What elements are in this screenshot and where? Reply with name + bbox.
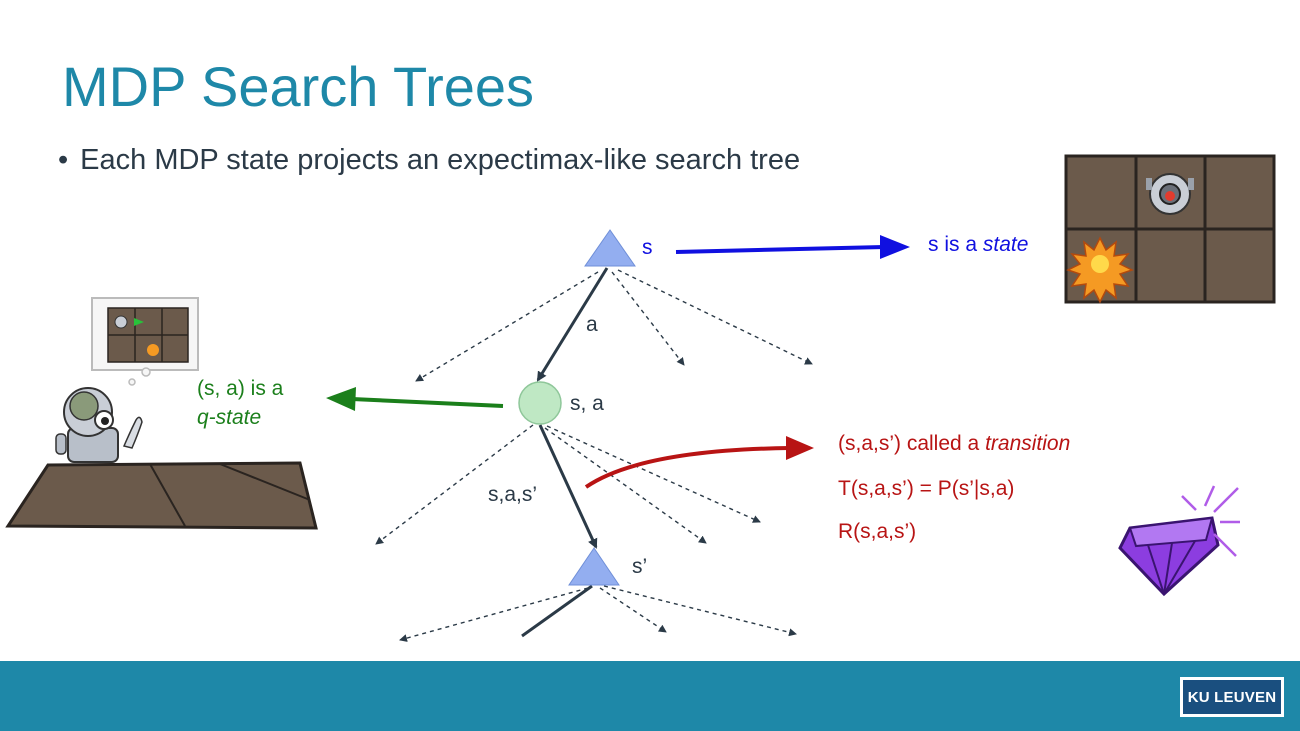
robot-top-icon — [1146, 173, 1194, 215]
transition-edge-label: s,a,s’ — [488, 483, 538, 506]
transition-probability: T(s,a,s’) = P(s’|s,a) — [838, 477, 1015, 500]
transition-annotation-prefix: (s,a,s’) called a — [838, 432, 986, 455]
dashed-branch — [375, 424, 534, 545]
robot-thinking-illustration — [5, 297, 318, 530]
footer-bar: KU LEUVEN — [0, 661, 1300, 731]
transition-annotation-emphasis: transition — [985, 432, 1071, 455]
qstate-node-label: s, a — [570, 392, 604, 415]
fire-icon — [1066, 236, 1134, 304]
dashed-branch — [617, 269, 813, 365]
search-tree-diagram — [5, 154, 1276, 642]
logo-text: KU LEUVEN — [1183, 680, 1281, 714]
dashed-branch — [603, 585, 797, 637]
ku-leuven-logo: KU LEUVEN — [1180, 677, 1284, 717]
s-prime-solid-branch — [521, 584, 593, 638]
s-prime-dashed-branches — [399, 585, 797, 642]
qstate-annotation-emphasis: q-state — [197, 406, 262, 429]
transition-edge — [538, 424, 598, 549]
dashed-branch — [611, 271, 685, 366]
qstate-annotation-line1: (s, a) is a — [197, 377, 284, 400]
dashed-branch — [399, 587, 589, 642]
bullet-icon: • — [58, 144, 69, 176]
s-prime-node-triangle — [568, 547, 620, 586]
transition-arrow — [584, 436, 814, 489]
node-s-label: s — [642, 236, 653, 259]
dashed-branch — [544, 427, 707, 544]
edge-a-label: a — [586, 313, 598, 336]
state-annotation-prefix: s is a — [928, 233, 983, 256]
qstate-arrow — [326, 387, 504, 411]
state-annotation-emphasis: state — [982, 233, 1029, 256]
grid-world-illustration — [1064, 154, 1276, 304]
robot-icon — [55, 387, 143, 463]
dashed-branch — [546, 425, 761, 523]
bullet-point: • Each MDP state projects an expectimax-l… — [58, 144, 800, 177]
dashed-branch — [415, 271, 599, 382]
transition-annotation: (s,a,s’) called a transition — [838, 432, 1070, 456]
s-prime-node-label: s’ — [632, 555, 648, 578]
slide-title: MDP Search Trees — [62, 55, 535, 118]
qstate-node-circle — [518, 381, 562, 425]
gem-icon — [1118, 485, 1240, 597]
dashed-branch — [599, 587, 667, 633]
s-dashed-branches — [415, 269, 813, 382]
state-node-triangle — [584, 229, 636, 267]
qstate-dashed-branches — [375, 424, 761, 545]
qstate-annotation: (s, a) is a q-state — [197, 374, 283, 432]
transition-reward: R(s,a,s’) — [838, 520, 917, 543]
state-arrow — [675, 235, 910, 259]
state-annotation: s is a state — [928, 233, 1028, 257]
action-edge — [536, 267, 609, 382]
bullet-text: Each MDP state projects an expectimax-li… — [80, 144, 801, 176]
